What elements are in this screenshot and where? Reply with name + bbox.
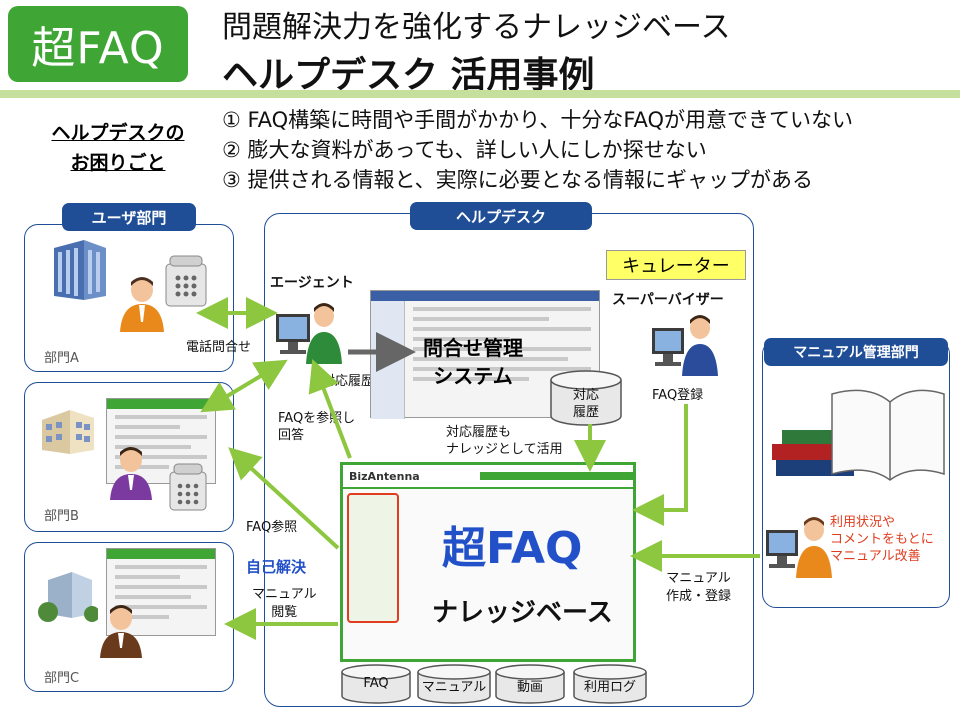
history-as-knowledge-line2: ナレッジとして活用 <box>446 442 563 457</box>
agent-icon <box>276 303 342 364</box>
dept-c-label: 部門C <box>44 671 80 686</box>
history-as-knowledge-label: 対応履歴も ナレッジとして活用 <box>446 424 563 458</box>
phone-inquiry-label: 電話問合せ <box>186 340 252 355</box>
database-icon <box>341 664 411 704</box>
database-cylinder: 動画 <box>494 664 566 704</box>
self-solve-label: 自己解決 <box>246 558 307 576</box>
database-icon <box>573 664 647 704</box>
inquiry-system-line2: システム <box>433 364 513 388</box>
knowledge-base-title: ナレッジベース <box>432 598 613 628</box>
manual-create-line2: 作成・登録 <box>666 589 732 604</box>
helpdesk-label: ヘルプデスク <box>410 202 592 230</box>
problems-label-line2: お困りごと <box>70 152 166 174</box>
dept-b-label: 部門B <box>44 509 79 524</box>
history-db-label: 対応 履歴 <box>549 387 623 421</box>
faq-register-label: FAQ登録 <box>652 388 704 403</box>
header-band <box>0 90 960 98</box>
arrow-faq-register <box>632 404 688 526</box>
page-title: ヘルプデスク 活用事例 <box>222 55 595 96</box>
office-building-icon <box>54 240 106 300</box>
arrow-faq-refer <box>228 447 340 550</box>
problem-item-3: ③ 提供される情報と、実際に必要となる情報にギャップがある <box>222 168 814 192</box>
arrow-agent-answer <box>200 359 288 413</box>
database-label: 利用ログ <box>583 680 636 695</box>
database-cylinder: FAQ <box>340 664 412 704</box>
problem-item-2: ② 膨大な資料があっても、詳しい人にしか探せない <box>222 138 707 162</box>
user-person-icon <box>120 277 164 332</box>
database-icon <box>417 664 491 704</box>
supervisor-label: スーパーバイザー <box>612 292 724 308</box>
history-as-knowledge-line1: 対応履歴も <box>446 425 512 440</box>
curator-badge: キュレーター <box>606 250 746 280</box>
arrow-faq-to-agent <box>308 359 352 459</box>
manual-improve-line1: 利用状況や <box>830 515 896 530</box>
database-label: FAQ <box>363 676 389 691</box>
user-person-icon-c <box>100 605 142 658</box>
problems-label: ヘルプデスクの お困りごと <box>28 118 208 178</box>
manual-browse-label: マニュアル 閲覧 <box>252 586 317 622</box>
history-db-line2: 履歴 <box>572 405 599 420</box>
inquiry-system-label: 問合せ管理 システム <box>418 334 528 390</box>
inquiry-system-line1: 問合せ管理 <box>423 336 523 360</box>
faq-refer-label: FAQ参照 <box>246 520 298 535</box>
dept-a-label: 部門A <box>44 351 79 366</box>
database-cylinder: 利用ログ <box>572 664 648 704</box>
database-label: 動画 <box>516 680 543 695</box>
dept-b-faq-screen <box>106 398 216 484</box>
database-cylinder: マニュアル <box>416 664 492 704</box>
faq-refer-answer-line2: 回答 <box>278 428 305 443</box>
user-person-icon-b <box>110 447 152 500</box>
problem-item-1: ① FAQ構築に時間や手間がかかり、十分なFAQが用意できていない <box>222 108 854 132</box>
problems-label-line1: ヘルプデスクの <box>51 122 185 144</box>
supervisor-icon <box>652 315 718 376</box>
page-subtitle: 問題解決力を強化するナレッジベース <box>222 10 731 45</box>
desk-phone-icon <box>165 255 207 307</box>
inquiry-system-screen <box>370 290 600 419</box>
manual-create-line1: マニュアル <box>666 571 731 586</box>
chofaq-title: 超FAQ <box>442 523 583 574</box>
books-icon <box>772 389 945 481</box>
manual-improve-line3: マニュアル改善 <box>830 549 921 564</box>
chofaq-frame: BizAntenna <box>340 462 636 662</box>
manual-improve-line2: コメントをもとに <box>830 532 934 547</box>
user-dept-label: ユーザ部門 <box>62 203 196 231</box>
small-building-icon <box>42 410 94 454</box>
manual-browse-line1: マニュアル <box>252 587 317 602</box>
agent-label: エージェント <box>270 275 354 291</box>
manual-browse-line2: 閲覧 <box>271 605 298 620</box>
manual-admin-icon <box>766 517 832 578</box>
large-building-icon <box>38 572 98 622</box>
manual-dept-label: マニュアル管理部門 <box>764 338 948 366</box>
history-db-line1: 対応 <box>572 388 599 403</box>
history-db-icon <box>550 370 622 426</box>
database-label: マニュアル <box>421 680 487 695</box>
desk-phone-icon-b <box>169 463 207 511</box>
manual-improve-label: 利用状況や コメントをもとに マニュアル改善 <box>830 514 934 565</box>
database-icon <box>495 664 565 704</box>
bizantenna-logo: BizAntenna <box>349 469 420 483</box>
logo: 超FAQ <box>8 6 188 82</box>
manual-create-label: マニュアル 作成・登録 <box>666 570 731 606</box>
